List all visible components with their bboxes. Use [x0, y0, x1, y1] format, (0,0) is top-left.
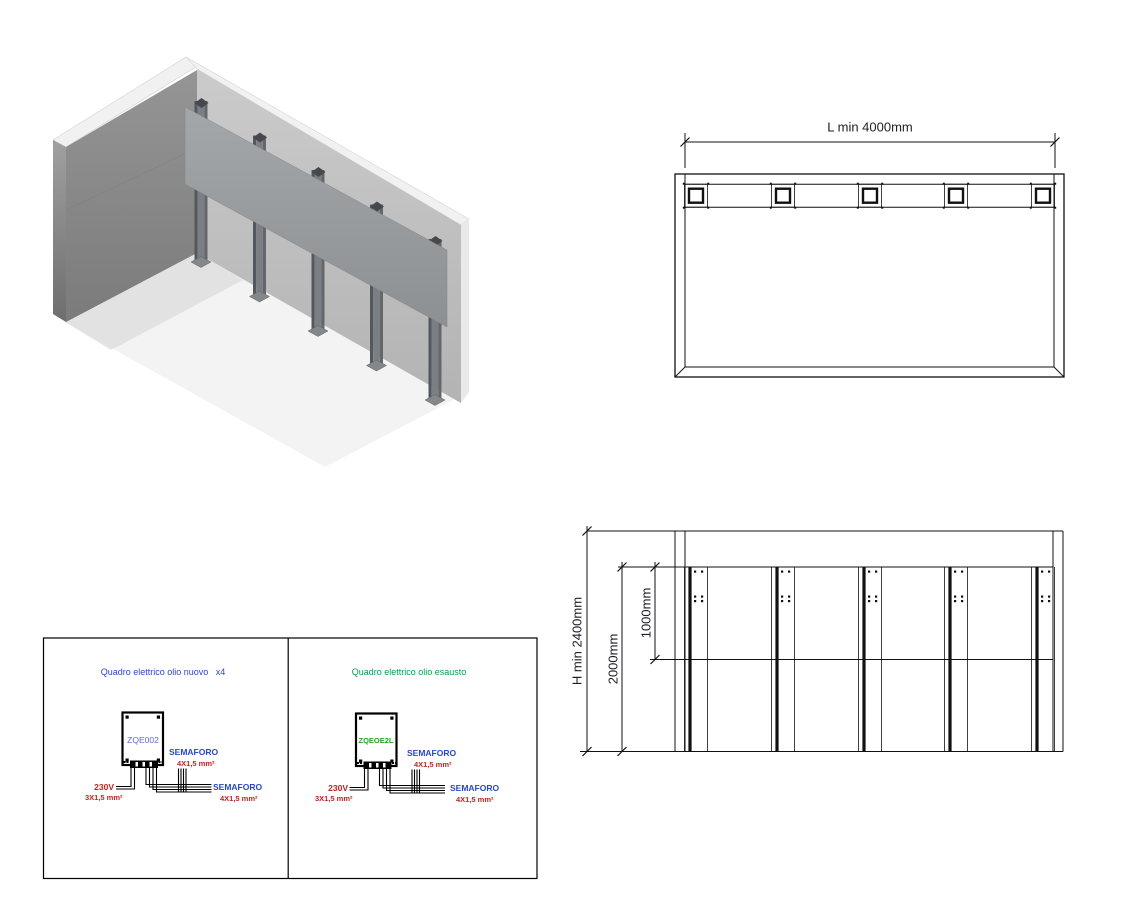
- elevation-dimensions: [581, 525, 661, 757]
- semaforo-top-spec: 4X1,5 mm²: [414, 759, 452, 769]
- iso-floor-shadow: [65, 253, 243, 350]
- plan-view: [674, 133, 1065, 378]
- iso-wall-seam: [65, 147, 198, 211]
- power-spec: 3X1,5 mm²: [85, 793, 123, 802]
- cabinet-label-new-oil: ZQE002: [127, 735, 159, 745]
- iso-left-wall: [66, 70, 197, 322]
- semaforo-side-spec: 4X1,5 mm²: [456, 794, 494, 804]
- semaforo-top-label: SEMAFORO: [407, 748, 457, 758]
- semaforo-side-spec: 4X1,5 mm²: [220, 793, 258, 803]
- wiring-title-new-oil: Quadro elettrico olio nuovo x4: [100, 667, 226, 677]
- plan-brackets: [681, 181, 1058, 210]
- power-spec: 3X1,5 mm²: [315, 794, 353, 803]
- iso-mounting-panel: [184, 106, 448, 328]
- cabinet-label-waste-oil: ZQEOE2L: [358, 736, 394, 745]
- iso-back-wall-end: [461, 219, 469, 403]
- wiring-diagram: [42, 637, 538, 880]
- elevation-dim-total-height: H min 2400mm: [569, 596, 585, 686]
- elevation-view: [580, 525, 1064, 757]
- elevation-dim-rail-height: 2000mm: [605, 633, 621, 685]
- elevation-dim-panel-height: 1000mm: [638, 587, 654, 639]
- iso-left-wall-edge: [53, 140, 66, 322]
- power-label: 230V: [94, 781, 114, 792]
- plan-dim-length: L min 4000mm: [827, 119, 913, 135]
- semaforo-side-label: SEMAFORO: [213, 781, 263, 792]
- isometric-room-view: [52, 56, 470, 467]
- wiring-title-waste-oil: Quadro elettrico olio esausto: [351, 667, 467, 677]
- semaforo-side-label: SEMAFORO: [450, 782, 500, 793]
- power-label: 230V: [328, 782, 348, 793]
- semaforo-top-label: SEMAFORO: [169, 747, 219, 757]
- semaforo-top-spec: 4X1,5 mm²: [177, 758, 215, 768]
